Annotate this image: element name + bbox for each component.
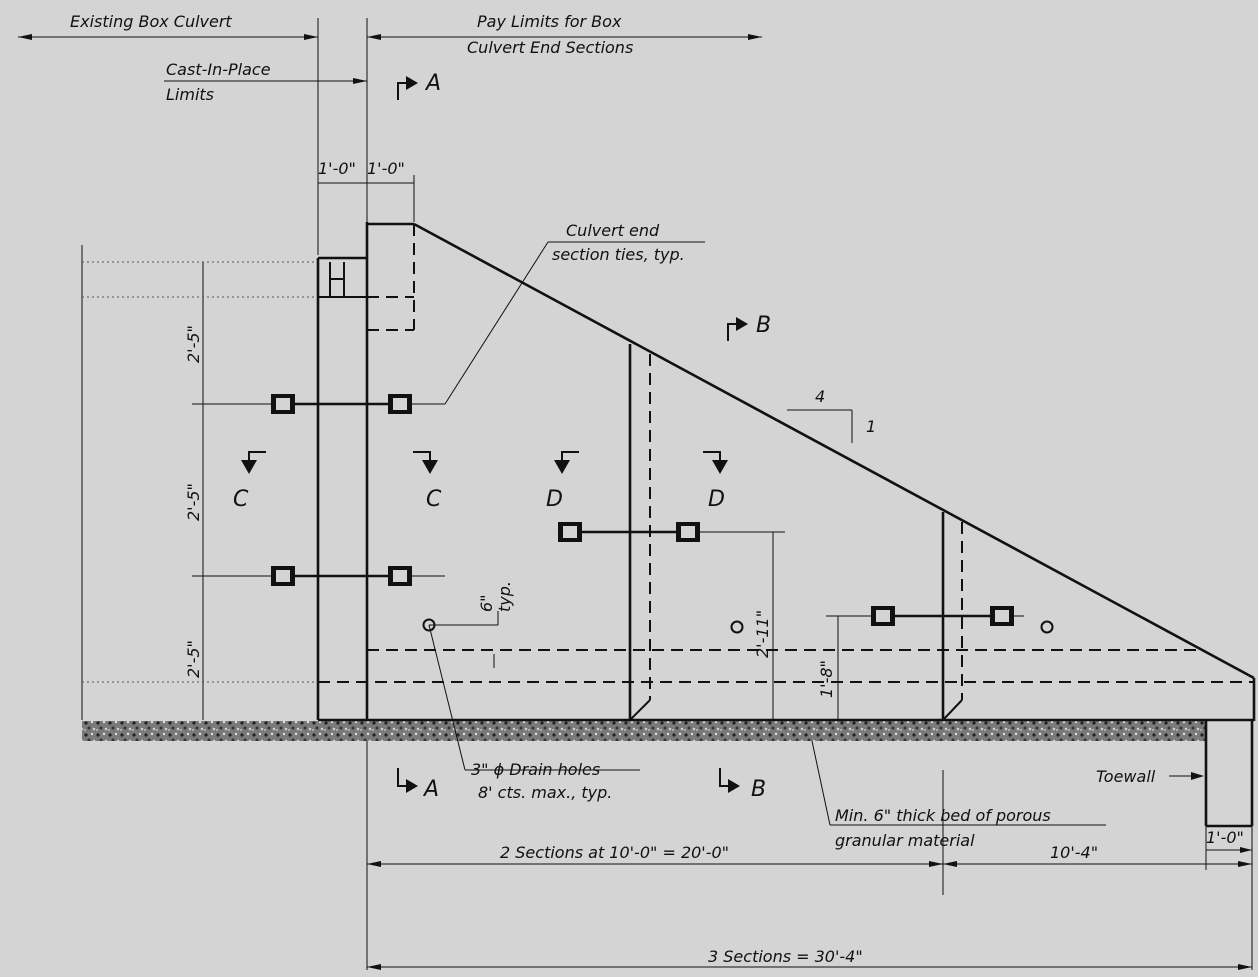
label-dim-two-sections: 2 Sections at 10'-0" = 20'-0" (500, 843, 729, 862)
label-existing-box-culvert: Existing Box Culvert (70, 12, 232, 31)
section-marker-c-right: C (426, 487, 442, 512)
section-marker-d-right: D (708, 487, 725, 512)
label-drain-line2: 8' cts. max., typ. (478, 783, 612, 802)
label-cast-in-place-line2: Limits (166, 85, 214, 104)
label-pay-limits-line1: Pay Limits for Box (477, 12, 622, 31)
label-slope-run: 4 (815, 387, 825, 406)
drain-holes (422, 618, 1054, 634)
interior-dimension-lines (715, 531, 871, 720)
section-marker-b-top: B (756, 313, 771, 338)
top-dimension-lines (18, 18, 762, 255)
section-marker-c-left: C (233, 487, 249, 512)
label-dim-1ft-right: 1'-0" (367, 159, 405, 178)
label-cast-in-place-line1: Cast-In-Place (166, 60, 271, 79)
label-bed-line1: Min. 6" thick bed of porous (835, 806, 1051, 825)
gravel-bed (82, 721, 1206, 741)
section-marker-a-top: A (424, 71, 441, 96)
label-dim-6in: 6" (477, 594, 496, 612)
culvert-end-section-ties (271, 394, 1024, 626)
label-dim-2ft5-top: 2'-5" (184, 325, 203, 363)
label-dim-2ft11: 2'-11" (753, 610, 772, 658)
bottom-dimension-lines (366, 741, 1253, 970)
left-dimension-lines (81, 245, 318, 720)
label-dim-1ft8: 1'-8" (817, 660, 836, 698)
label-dim-1ft-left: 1'-0" (318, 159, 356, 178)
label-dim-6in-typ: typ. (495, 581, 514, 612)
label-ties-line1: Culvert end (566, 221, 660, 240)
label-drain-line1: 3" ϕ Drain holes (471, 760, 600, 779)
label-ties-line2: section ties, typ. (552, 245, 685, 264)
slope-indicator (787, 409, 853, 443)
label-dim-2ft5-mid: 2'-5" (184, 483, 203, 521)
label-slope-rise: 1 (866, 417, 876, 436)
end-section-outline (316, 222, 1256, 828)
label-pay-limits-line2: Culvert End Sections (467, 38, 633, 57)
leader-lines (428, 241, 1204, 826)
label-dim-2ft5-bot: 2'-5" (184, 640, 203, 678)
label-bed-line2: granular material (835, 831, 975, 850)
section-marker-b-bottom: B (751, 777, 766, 802)
section-marker-d-left: D (546, 487, 563, 512)
section-marker-arrows (241, 76, 748, 793)
section-marker-a-bottom: A (422, 777, 439, 802)
label-dim-total: 3 Sections = 30'-4" (708, 947, 863, 966)
label-dim-last-section: 10'-4" (1050, 843, 1098, 862)
label-toewall: Toewall (1096, 767, 1156, 786)
label-dim-toewall: 1'-0" (1206, 828, 1244, 847)
